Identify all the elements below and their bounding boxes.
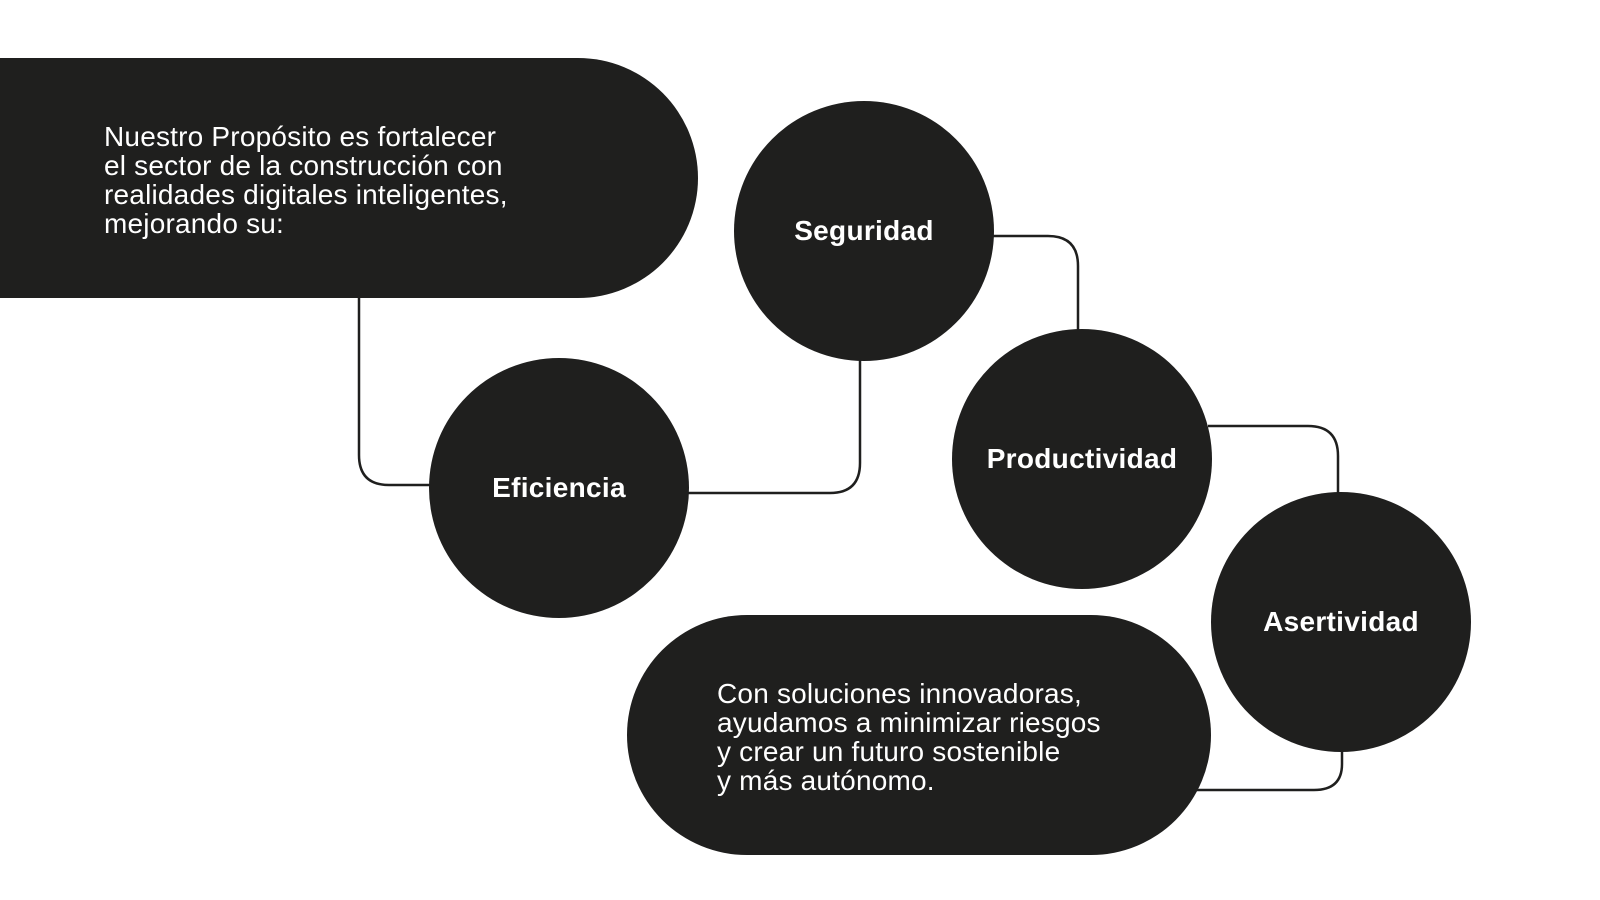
closing-line: ayudamos a minimizar riesgos — [717, 707, 1101, 738]
node-label-eficiencia: Eficiencia — [492, 472, 626, 503]
intro-line: mejorando su: — [104, 208, 285, 239]
node-label-seguridad: Seguridad — [794, 215, 934, 246]
intro-text: Nuestro Propósito es fortalecer el secto… — [104, 122, 584, 238]
node-eficiencia: Eficiencia — [429, 358, 689, 618]
intro-pill: Nuestro Propósito es fortalecer el secto… — [0, 58, 698, 298]
closing-text: Con soluciones innovadoras, ayudamos a m… — [717, 679, 1177, 795]
node-label-asertividad: Asertividad — [1263, 606, 1419, 637]
closing-line: y crear un futuro sostenible — [717, 736, 1061, 767]
node-productividad: Productividad — [952, 329, 1212, 589]
closing-pill: Con soluciones innovadoras, ayudamos a m… — [627, 615, 1211, 855]
closing-line: Con soluciones innovadoras, — [717, 678, 1082, 709]
closing-line: y más autónomo. — [717, 765, 935, 796]
intro-line: realidades digitales inteligentes, — [104, 179, 508, 210]
connector-eficiencia-to-seguridad — [686, 358, 862, 495]
intro-line: el sector de la construcción con — [104, 150, 503, 181]
connector-intro-to-eficiencia — [357, 298, 430, 487]
node-label-productividad: Productividad — [986, 443, 1178, 474]
intro-line: Nuestro Propósito es fortalecer — [104, 121, 497, 152]
connector-productividad-to-asertividad — [1208, 424, 1340, 495]
node-seguridad: Seguridad — [734, 101, 994, 361]
connector-seguridad-to-productividad — [993, 234, 1080, 332]
connector-asertividad-to-closing — [1192, 748, 1344, 792]
node-asertividad: Asertividad — [1211, 492, 1471, 752]
